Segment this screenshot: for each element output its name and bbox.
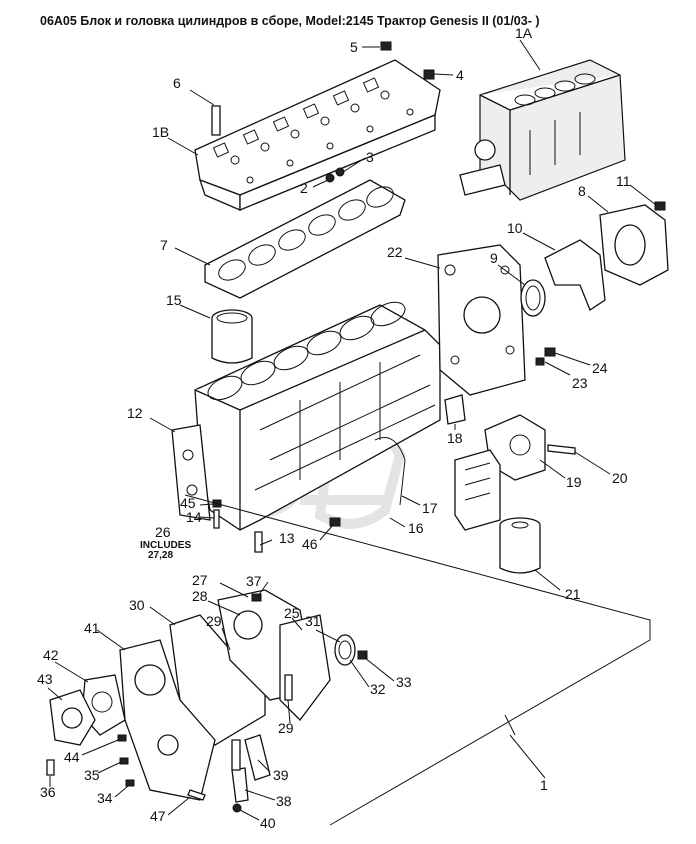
callouts: 5 4 6 1A 1B 3 2 8 11 10 7 22 9 15 24 23 … bbox=[37, 25, 631, 831]
callout-46: 46 bbox=[302, 536, 318, 552]
part-18 bbox=[444, 394, 466, 425]
assembly-bracket bbox=[184, 494, 651, 826]
callout-9: 9 bbox=[490, 250, 498, 266]
callout-10: 10 bbox=[507, 220, 523, 236]
front-cover-41 bbox=[119, 639, 216, 801]
callout-28: 28 bbox=[192, 588, 208, 604]
callout-40: 40 bbox=[260, 815, 276, 831]
callout-1A: 1A bbox=[515, 25, 533, 41]
diagram-title: 06A05 Блок и головка цилиндров в сборе, … bbox=[40, 14, 540, 28]
includes-note-line2: 27,28 bbox=[148, 550, 173, 561]
oil-filter-21 bbox=[499, 517, 541, 574]
callout-20: 20 bbox=[612, 470, 628, 486]
callout-24: 24 bbox=[592, 360, 608, 376]
callout-35: 35 bbox=[84, 767, 100, 783]
callout-6: 6 bbox=[173, 75, 181, 91]
callout-3: 3 bbox=[366, 149, 374, 165]
callout-31: 31 bbox=[305, 613, 321, 629]
bracket-38 bbox=[231, 767, 249, 803]
callout-29-upper: 29 bbox=[206, 613, 222, 629]
bracket-39 bbox=[244, 734, 271, 781]
callout-7: 7 bbox=[160, 237, 168, 253]
gasket-25 bbox=[279, 614, 331, 721]
includes-note-line1: INCLUDES bbox=[140, 540, 191, 551]
bracket-tick bbox=[504, 714, 516, 736]
callout-21: 21 bbox=[565, 586, 581, 602]
callout-13: 13 bbox=[279, 530, 295, 546]
callout-22: 22 bbox=[387, 244, 403, 260]
oil-seal-9 bbox=[520, 279, 546, 317]
callout-34: 34 bbox=[97, 790, 113, 806]
cylinder-head-1B bbox=[194, 59, 441, 211]
callout-1: 1 bbox=[540, 777, 548, 793]
cylinder-sleeve-15 bbox=[211, 309, 253, 364]
callout-15: 15 bbox=[166, 292, 182, 308]
seal-housing-8 bbox=[599, 204, 669, 286]
bolts bbox=[46, 41, 666, 813]
callout-19: 19 bbox=[566, 474, 582, 490]
gasket-10 bbox=[544, 239, 606, 311]
callout-8: 8 bbox=[578, 183, 586, 199]
water-pump-43 bbox=[49, 689, 96, 746]
cylinder-block bbox=[171, 301, 441, 531]
callout-11: 11 bbox=[616, 173, 631, 189]
callout-5: 5 bbox=[350, 39, 358, 55]
callout-29-lower: 29 bbox=[278, 720, 294, 736]
callout-45: 45 bbox=[180, 495, 196, 511]
seal-31 bbox=[334, 634, 356, 666]
callout-27: 27 bbox=[192, 572, 208, 588]
callout-38: 38 bbox=[276, 793, 292, 809]
callout-1B: 1B bbox=[152, 124, 169, 140]
callout-41: 41 bbox=[84, 620, 100, 636]
callout-23: 23 bbox=[572, 375, 588, 391]
callout-44: 44 bbox=[64, 749, 80, 765]
callout-32: 32 bbox=[370, 681, 386, 697]
engine-block-1A bbox=[459, 59, 626, 201]
callout-30: 30 bbox=[129, 597, 145, 613]
callout-37: 37 bbox=[246, 573, 262, 589]
callout-17: 17 bbox=[422, 500, 438, 516]
oil-cooler-cover-16 bbox=[454, 449, 501, 531]
callout-16: 16 bbox=[408, 520, 424, 536]
callout-26: 26 bbox=[155, 524, 171, 540]
callout-47: 47 bbox=[150, 808, 166, 824]
oil-pipe-17 bbox=[374, 437, 406, 506]
oil-cooler-19 bbox=[484, 414, 546, 481]
rear-plate-22 bbox=[437, 244, 526, 396]
callout-33: 33 bbox=[396, 674, 412, 690]
callout-39: 39 bbox=[273, 767, 289, 783]
head-gasket-7 bbox=[204, 179, 406, 299]
callout-14: 14 bbox=[186, 509, 202, 525]
leader-lines bbox=[47, 39, 657, 821]
callout-43: 43 bbox=[37, 671, 53, 687]
callout-4: 4 bbox=[456, 67, 464, 83]
leader-1 bbox=[509, 734, 546, 779]
callout-18: 18 bbox=[447, 430, 463, 446]
callout-36: 36 bbox=[40, 784, 56, 800]
callout-12: 12 bbox=[127, 405, 143, 421]
callout-2: 2 bbox=[300, 180, 308, 196]
callout-25: 25 bbox=[284, 605, 300, 621]
callout-42: 42 bbox=[43, 647, 59, 663]
